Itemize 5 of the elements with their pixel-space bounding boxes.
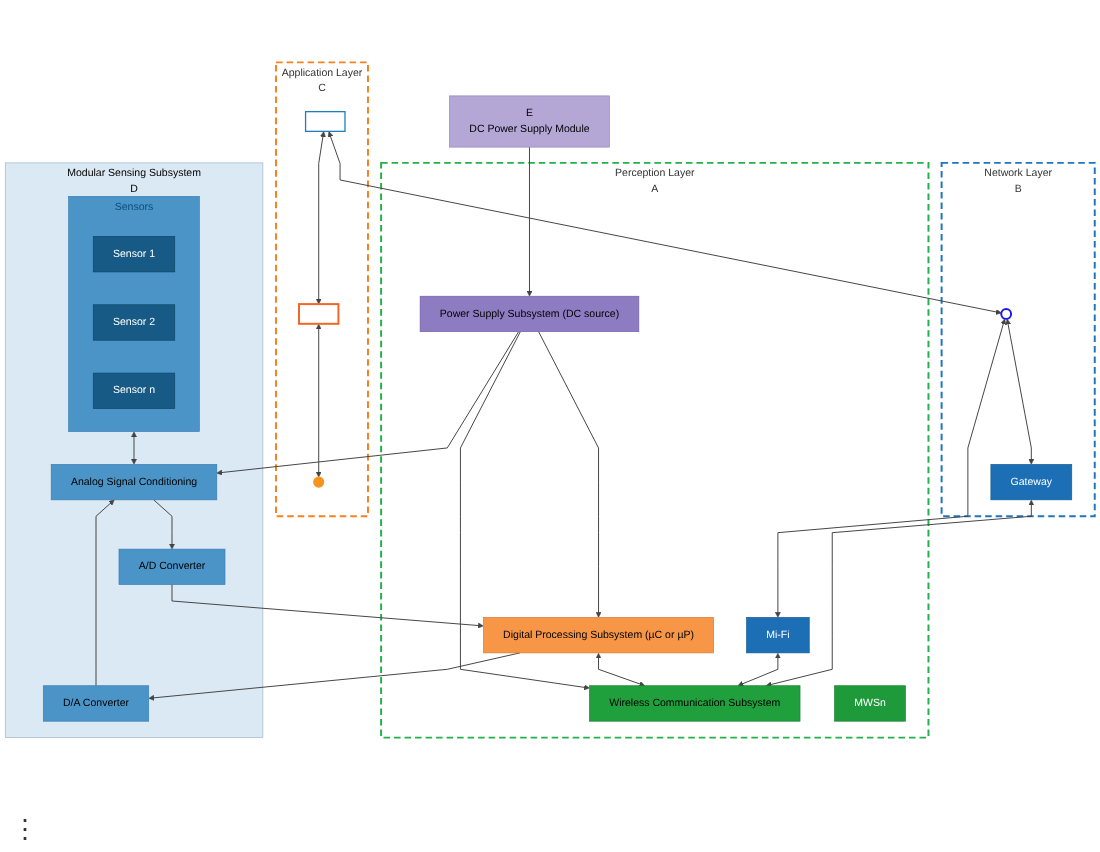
- node-globe: [1000, 308, 1013, 320]
- node-phone: [298, 303, 340, 325]
- node-person: [313, 476, 325, 488]
- node-box: [304, 111, 346, 132]
- note-text: ⋮: [12, 814, 38, 844]
